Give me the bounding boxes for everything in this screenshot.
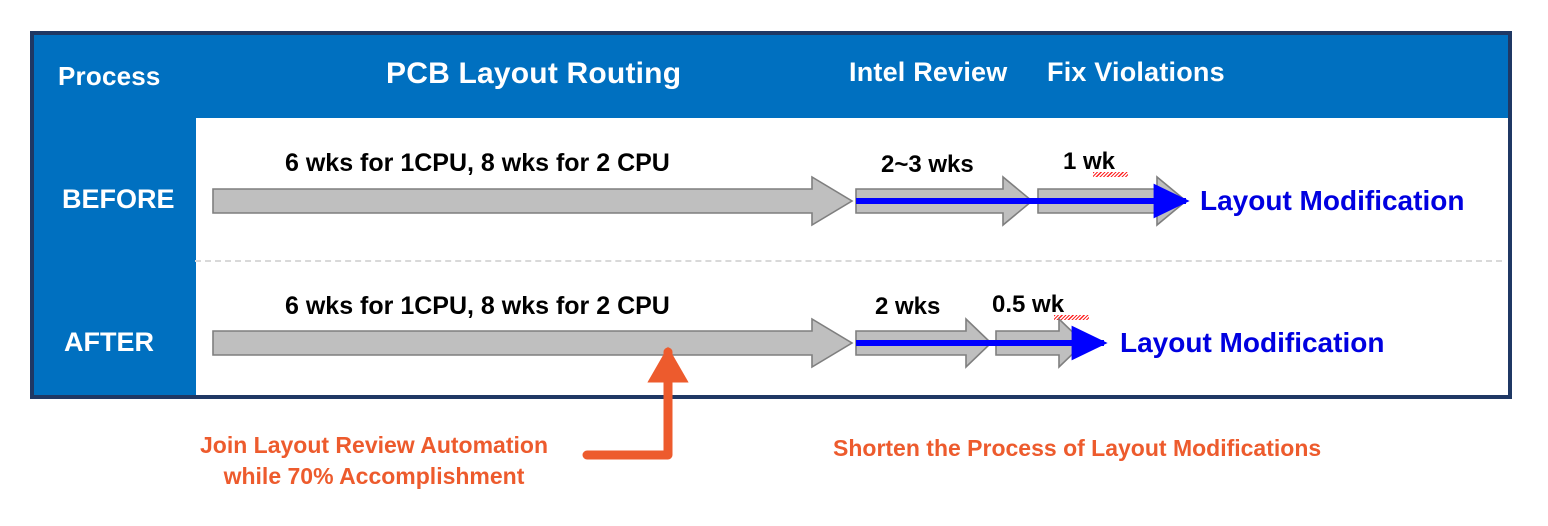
row-label-after: AFTER: [64, 327, 154, 357]
after-duration-fix-violations: 0.5 wk: [992, 291, 1065, 318]
header-phase-fix-violations: Fix Violations: [1047, 57, 1225, 87]
header-phase-intel-review: Intel Review: [849, 57, 1008, 87]
before-outcome-label: Layout Modification: [1200, 185, 1465, 216]
callout-note-left: Join Layout Review Automation while 70% …: [172, 430, 576, 492]
after-outcome-label: Layout Modification: [1120, 327, 1385, 358]
before-duration-pcb-layout-routing: 6 wks for 1CPU, 8 wks for 2 CPU: [285, 149, 670, 177]
callout-note-left-line2: while 70% Accomplishment: [223, 463, 525, 489]
callout-note-right: Shorten the Process of Layout Modificati…: [833, 435, 1322, 461]
row-label-before: BEFORE: [62, 184, 175, 214]
before-duration-intel-review: 2~3 wks: [881, 151, 974, 178]
row-divider: [195, 260, 1502, 262]
header-process-label: Process: [58, 61, 161, 91]
before-duration-fix-violations: 1 wk: [1063, 148, 1116, 175]
callout-note-left-line1: Join Layout Review Automation: [199, 432, 548, 458]
header-phase-pcb-layout-routing: PCB Layout Routing: [386, 57, 682, 90]
spellcheck-underline-before: [1093, 172, 1128, 177]
after-duration-pcb-layout-routing: 6 wks for 1CPU, 8 wks for 2 CPU: [285, 292, 670, 320]
spellcheck-underline-after: [1054, 315, 1089, 320]
after-duration-intel-review: 2 wks: [875, 293, 941, 320]
